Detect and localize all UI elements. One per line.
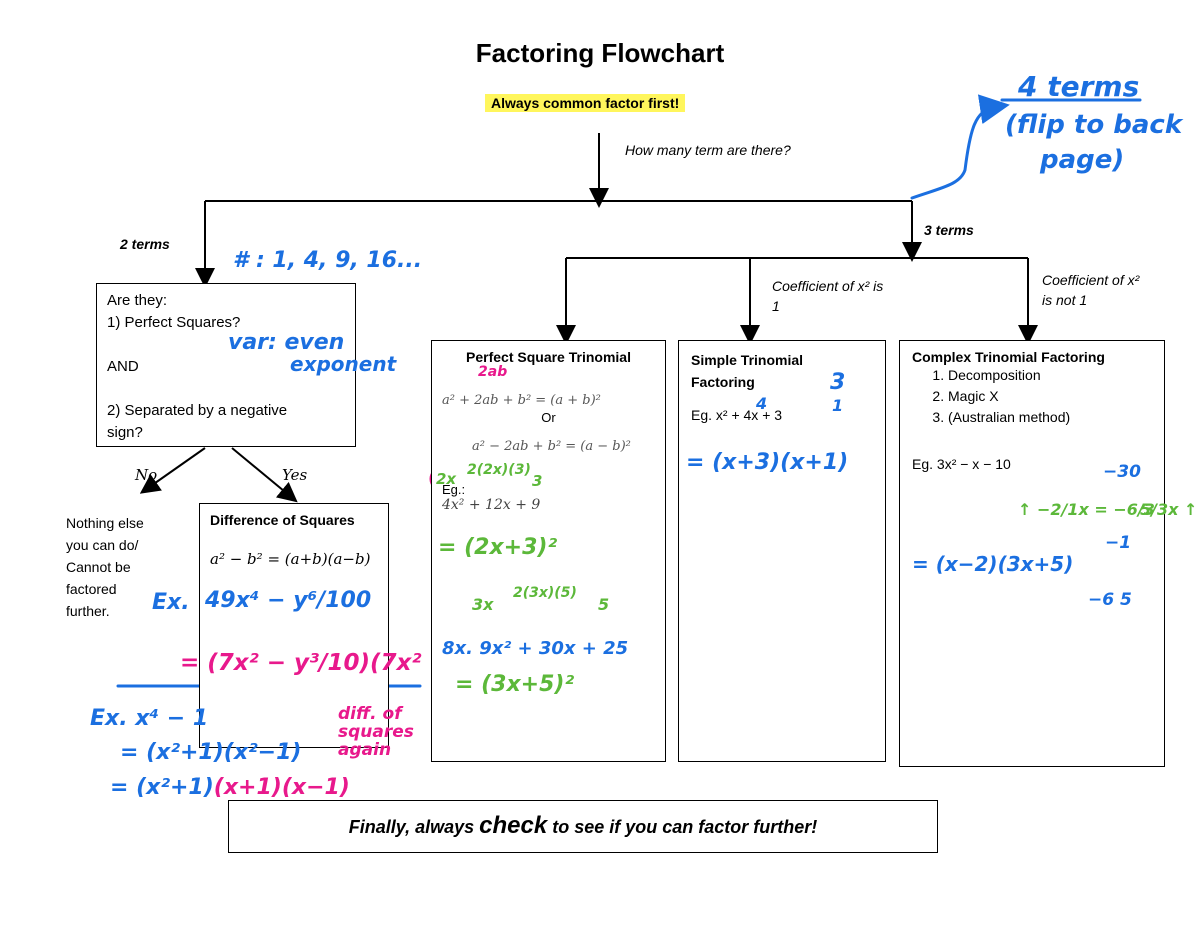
- ct-minus30-note: −30: [1103, 462, 1141, 482]
- perfect-square-formula-2: a² − 2ab + b² = (a − b)²: [472, 439, 631, 454]
- difference-of-squares-title: Difference of Squares: [210, 512, 355, 528]
- nothing-else-line: further.: [66, 603, 110, 619]
- nothing-else-line: you can do/: [66, 537, 139, 553]
- nothing-else-line: factored: [66, 581, 117, 597]
- ps-green-note-1: 2(2x)(3): [467, 462, 531, 478]
- diff-note-line2: squares: [338, 722, 414, 742]
- ps-3x-note: 3x: [472, 595, 494, 614]
- no-label: No: [135, 466, 158, 484]
- complex-method-item: Decomposition: [948, 365, 1152, 386]
- ct-left-note: ↑ −2/1x = −6/3: [1018, 500, 1155, 519]
- are-they-line1: Are they:: [107, 292, 168, 309]
- complex-trinomial-eg: Eg. 3x² − x − 10: [912, 456, 1011, 472]
- final-check-box: Finally, always check to see if you can …: [228, 800, 938, 853]
- ps-2ab-note: 2ab: [478, 364, 508, 380]
- are-they-line5: sign?: [107, 424, 143, 441]
- st-1-note: 1: [832, 396, 844, 415]
- ps-answer-1: = (2x+3)²: [438, 535, 558, 560]
- ps-3-note: 3: [532, 472, 543, 490]
- ct-answer: = (x−2)(3x+5): [912, 552, 1074, 576]
- ex2-expression: Ex. x⁴ − 1: [90, 706, 209, 731]
- simple-trinomial-title-2: Factoring: [691, 374, 755, 390]
- nothing-else-note: Nothing else you can do/ Cannot be facto…: [66, 512, 144, 622]
- final-note-before: Finally, always: [348, 817, 480, 837]
- simple-trinomial-eg: Eg. x² + 4x + 3: [691, 407, 783, 423]
- ct-bottom-note: −6 5: [1088, 590, 1132, 610]
- common-factor-text: Always common factor first!: [485, 94, 686, 112]
- four-terms-note-2: page): [1040, 145, 1125, 175]
- ps-example-2: 8x. 9x² + 30x + 25: [442, 638, 629, 659]
- perfect-square-title: Perfect Square Trinomial: [466, 349, 631, 365]
- common-factor-note: Always common factor first!: [485, 94, 686, 113]
- nothing-else-line: Cannot be: [66, 559, 131, 575]
- are-they-line3: AND: [107, 358, 139, 375]
- ct-minus1-note: −1: [1105, 533, 1132, 553]
- arrow-yes: [231, 447, 298, 503]
- complex-methods-list: Decomposition Magic X (Australian method…: [912, 365, 1152, 428]
- final-note-after: to see if you can factor further!: [547, 817, 818, 837]
- two-terms-label: 2 terms: [120, 236, 170, 252]
- ps-green-note-2: 2(3x)(5): [513, 585, 577, 601]
- complex-trinomial-box: Complex Trinomial Factoring Decompositio…: [899, 340, 1165, 767]
- perfect-square-box: Perfect Square Trinomial a² + 2ab + b² =…: [431, 340, 666, 762]
- coefficient-not-one-note: Coefficient of x² is not 1: [1042, 270, 1139, 310]
- four-terms-label: 4 terms: [1018, 70, 1140, 103]
- squares-list-note: # : 1, 4, 9, 16...: [233, 248, 423, 273]
- exponent-note: exponent: [290, 352, 397, 376]
- are-they-line2: 1) Perfect Squares?: [107, 314, 241, 331]
- simple-trinomial-box: Simple Trinomial Factoring Eg. x² + 4x +…: [678, 340, 886, 762]
- perfect-square-or: Or: [541, 410, 556, 425]
- four-terms-note-1: (flip to back: [1005, 110, 1183, 140]
- are-they-line4: 2) Separated by a negative: [107, 402, 288, 419]
- diff-note-line3: again: [338, 740, 392, 760]
- ps-answer-2: = (3x+5)²: [455, 672, 575, 697]
- perfect-square-eg: Eg.:: [442, 482, 466, 497]
- ex1-expression: 49x⁴ − y⁶/100: [205, 588, 372, 613]
- coefficient-not-one-line1: Coefficient of x²: [1042, 272, 1140, 288]
- final-note-emph: check: [479, 812, 548, 839]
- difference-of-squares-box: Difference of Squares a² − b² = (a+b)(a−…: [199, 503, 389, 748]
- are-they-box: Are they: 1) Perfect Squares? AND 2) Sep…: [96, 283, 356, 447]
- diff-note-line1: diff. of: [338, 704, 402, 724]
- st-4-note: 4: [756, 394, 768, 413]
- ct-right-note: 5/3x ↑: [1140, 500, 1198, 519]
- ps-2x-note: 2x: [436, 470, 457, 488]
- st-answer: = (x+3)(x+1): [686, 450, 849, 475]
- arrow-no: [139, 447, 206, 494]
- ex2-step: = (x²+1)(x²−1): [120, 740, 302, 765]
- perfect-square-example: 4x² + 12x + 9: [442, 497, 541, 513]
- ex2-final: = (x²+1)(x+1)(x−1): [110, 775, 350, 800]
- st-3-note: 3: [830, 370, 846, 395]
- coefficient-one-note: Coefficient of x² is 1: [772, 278, 884, 314]
- page-title: Factoring Flowchart: [475, 38, 725, 68]
- question-label: How many term are there?: [625, 142, 791, 158]
- var-even-note: var: even: [228, 330, 345, 355]
- nothing-else-line: Nothing else: [66, 515, 144, 531]
- yes-label: Yes: [282, 466, 308, 484]
- perfect-square-formula-1: a² + 2ab + b² = (a + b)²: [442, 393, 601, 408]
- four-terms-curve: [910, 94, 1010, 200]
- diff-squares-again-note: diff. of squares again: [338, 705, 414, 759]
- complex-trinomial-title: Complex Trinomial Factoring: [912, 349, 1105, 365]
- ex1-label: Ex.: [152, 590, 190, 615]
- ex2-final-b: (x+1)(x−1): [213, 775, 350, 800]
- simple-trinomial-title-1: Simple Trinomial: [691, 352, 804, 368]
- difference-of-squares-formula: a² − b² = (a+b)(a−b): [210, 550, 371, 568]
- complex-method-item: (Australian method): [948, 407, 1152, 428]
- ex2-final-a: = (x²+1): [110, 775, 214, 800]
- complex-method-item: Magic X: [948, 386, 1152, 407]
- coefficient-not-one-line2: is not 1: [1042, 292, 1088, 308]
- three-terms-label: 3 terms: [924, 222, 974, 238]
- ps-5-note: 5: [598, 595, 610, 614]
